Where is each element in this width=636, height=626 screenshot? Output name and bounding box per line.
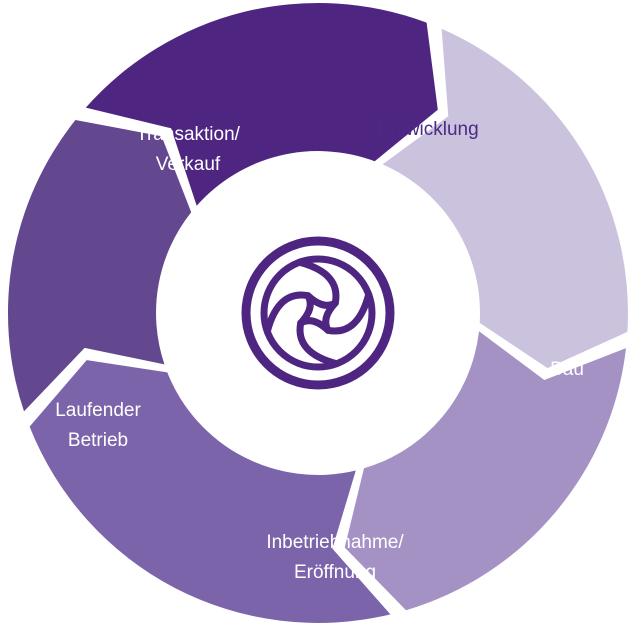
segment-laufender-betrieb (7, 120, 192, 412)
segment-label-line: Inbetriebnahme/ (266, 532, 404, 553)
segment-label-line: Betrieb (68, 430, 128, 451)
logo-ring (241, 236, 395, 390)
logo-inner-circle (260, 255, 376, 371)
segment-label-line: Eröffnung (294, 562, 376, 583)
segment-bau (344, 331, 626, 611)
segment-transaktion (85, 2, 438, 206)
center-logo (241, 236, 395, 390)
swirl-arc (296, 258, 340, 334)
segment-label-entwicklung: Entwicklung (377, 119, 478, 140)
swirl-arc (263, 291, 339, 335)
segment-label-line: Laufender (55, 400, 141, 421)
segment-label-line: Transaktion/ (136, 124, 241, 145)
segment-label-transaktion: Transaktion/Verkauf (136, 124, 241, 175)
segment-label-line: Entwicklung (377, 119, 478, 140)
segment-inbetriebnahme (29, 360, 391, 623)
segment-label-bau: Bau (550, 359, 584, 380)
segment-label-line: Verkauf (156, 154, 221, 175)
segment-entwicklung (382, 28, 628, 369)
segment-label-line: Bau (550, 359, 584, 380)
segments-layer (7, 2, 628, 623)
swirl-logo-icon (263, 258, 373, 368)
segment-label-inbetriebnahme: Inbetriebnahme/Eröffnung (266, 532, 404, 583)
swirl-arc (296, 292, 340, 368)
